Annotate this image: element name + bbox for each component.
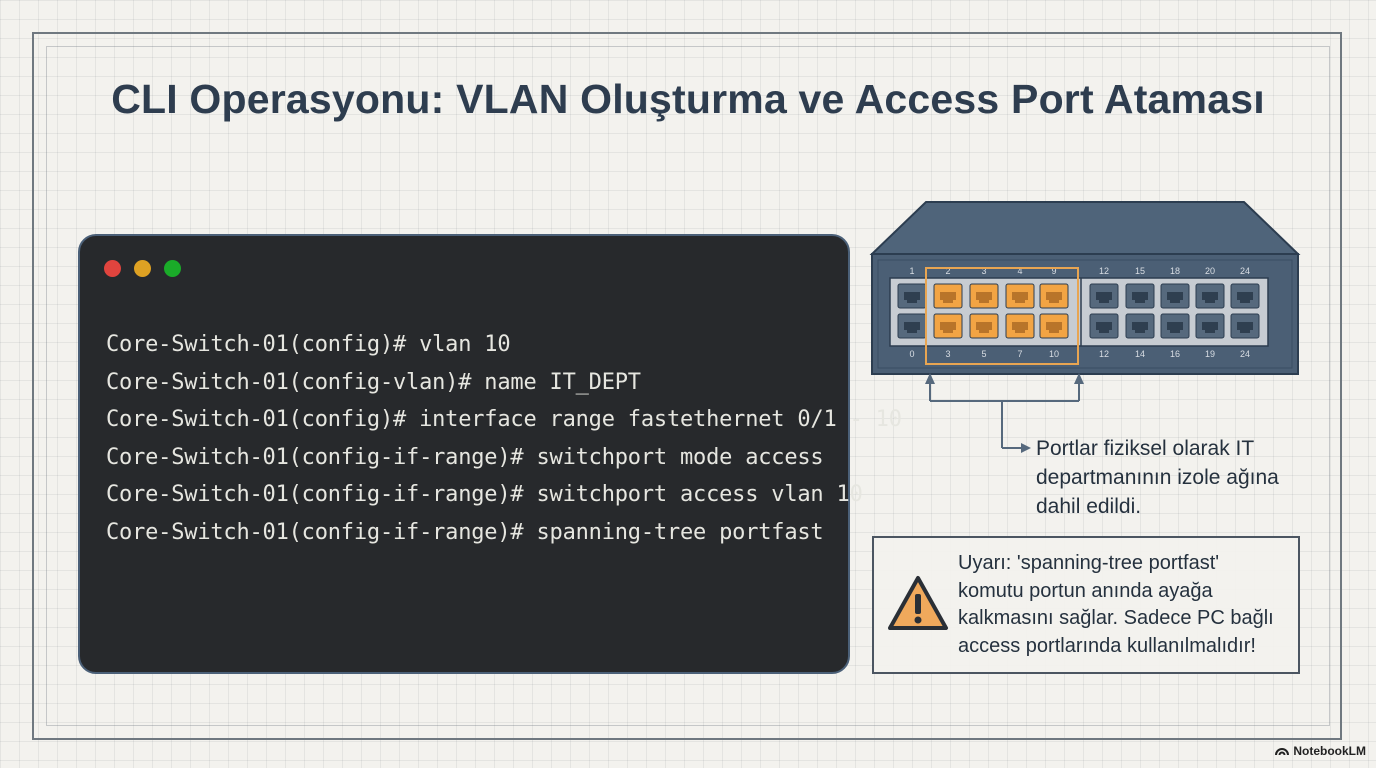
port-socket <box>1046 322 1062 333</box>
port-socket <box>904 322 920 333</box>
arrow-up-icon <box>1074 373 1084 384</box>
port-label: 2 <box>945 266 950 276</box>
page-title: CLI Operasyonu: VLAN Oluşturma ve Access… <box>111 76 1265 122</box>
warning-line: komutu portun anında ayağa <box>958 579 1213 602</box>
port-label: 1 <box>909 266 914 276</box>
port-label: 4 <box>1017 266 1022 276</box>
switch-bezel <box>877 259 1293 369</box>
port-socket <box>1202 292 1218 303</box>
port-socket <box>1132 292 1148 303</box>
network-switch-diagram: 1 2 3 4 9 12 15 18 20 24 0 3 5 7 10 12 1… <box>869 201 1301 453</box>
port-label: 14 <box>1135 349 1145 359</box>
port-socket <box>940 322 956 333</box>
callout-line: Portlar fiziksel olarak IT <box>1036 437 1255 460</box>
callout-line: departmanının izole ağına <box>1036 466 1279 489</box>
warning-box: Uyarı: 'spanning-tree portfast' komutu p… <box>872 536 1300 674</box>
port-socket <box>1046 292 1062 303</box>
minimize-dot-icon <box>134 260 151 277</box>
port-socket <box>1012 292 1028 303</box>
command-line: Core-Switch-01(config-if-range)# spannin… <box>106 519 824 545</box>
warning-line: kalkmasını sağlar. Sadece PC bağlı <box>958 607 1274 629</box>
port-label: 16 <box>1170 349 1180 359</box>
port-socket <box>1202 322 1218 333</box>
warning-triangle-icon <box>888 576 948 630</box>
callout-line: dahil edildi. <box>1036 495 1142 518</box>
port-callout: Portlar fiziksel olarak IT departmanının… <box>1036 434 1316 521</box>
warning-text: Uyarı: 'spanning-tree portfast' komutu p… <box>958 550 1298 660</box>
port-socket <box>1167 292 1183 303</box>
port-label: 24 <box>1240 349 1250 359</box>
port-label: 10 <box>1049 349 1059 359</box>
port-socket <box>904 292 920 303</box>
port-socket <box>1167 322 1183 333</box>
port-label: 19 <box>1205 349 1215 359</box>
port-label: 0 <box>909 349 914 359</box>
command-line: Core-Switch-01(config)# interface range … <box>106 407 902 433</box>
brand-badge: NotebookLM <box>1275 744 1366 758</box>
port-label: 3 <box>945 349 950 359</box>
inner-frame <box>46 46 1330 726</box>
port-group <box>897 283 1260 339</box>
command-line: Core-Switch-01(config-vlan)# name IT_DEP… <box>106 369 641 395</box>
bottom-port-labels: 0 3 5 7 10 12 14 16 19 24 <box>909 349 1250 359</box>
port-label: 5 <box>981 349 986 359</box>
port-label: 18 <box>1170 266 1180 276</box>
port-socket <box>940 292 956 303</box>
arrow-up-icon <box>925 373 935 384</box>
port-socket <box>1237 322 1253 333</box>
command-line: Core-Switch-01(config)# vlan 10 <box>106 332 511 357</box>
port-socket <box>1096 292 1112 303</box>
command-line: Core-Switch-01(config-if-range)# switchp… <box>106 482 863 508</box>
outer-frame <box>32 32 1342 740</box>
notebooklm-logo-icon <box>1275 748 1290 756</box>
port-socket <box>976 292 992 303</box>
warning-line: Uyarı: 'spanning-tree portfast' <box>958 552 1220 574</box>
brand-label: NotebookLM <box>1293 744 1366 758</box>
port-label: 7 <box>1017 349 1022 359</box>
close-dot-icon <box>104 260 121 277</box>
warning-line: access portlarında kullanılmalıdır! <box>958 634 1256 657</box>
command-list: Core-Switch-01(config)# vlan 10 Core-Swi… <box>106 326 902 552</box>
port-socket <box>1012 322 1028 333</box>
port-socket <box>1132 322 1148 333</box>
port-label: 12 <box>1099 349 1109 359</box>
port-label: 12 <box>1099 266 1109 276</box>
port-label: 20 <box>1205 266 1215 276</box>
port-socket <box>1237 292 1253 303</box>
port-socket <box>976 322 992 333</box>
port-label: 15 <box>1135 266 1145 276</box>
command-line: Core-Switch-01(config-if-range)# switchp… <box>106 444 824 470</box>
port-label: 3 <box>981 266 986 276</box>
arrow-right-icon <box>1021 443 1031 453</box>
vlan-highlight-box <box>925 267 1079 365</box>
port-socket <box>1096 322 1112 333</box>
switch-top-face <box>869 201 1301 255</box>
maximize-dot-icon <box>164 260 181 277</box>
port-label: 24 <box>1240 266 1250 276</box>
terminal-window: Core-Switch-01(config)# vlan 10 Core-Swi… <box>78 234 902 674</box>
top-port-labels: 1 2 3 4 9 12 15 18 20 24 <box>909 266 1250 276</box>
port-label: 9 <box>1051 266 1056 276</box>
